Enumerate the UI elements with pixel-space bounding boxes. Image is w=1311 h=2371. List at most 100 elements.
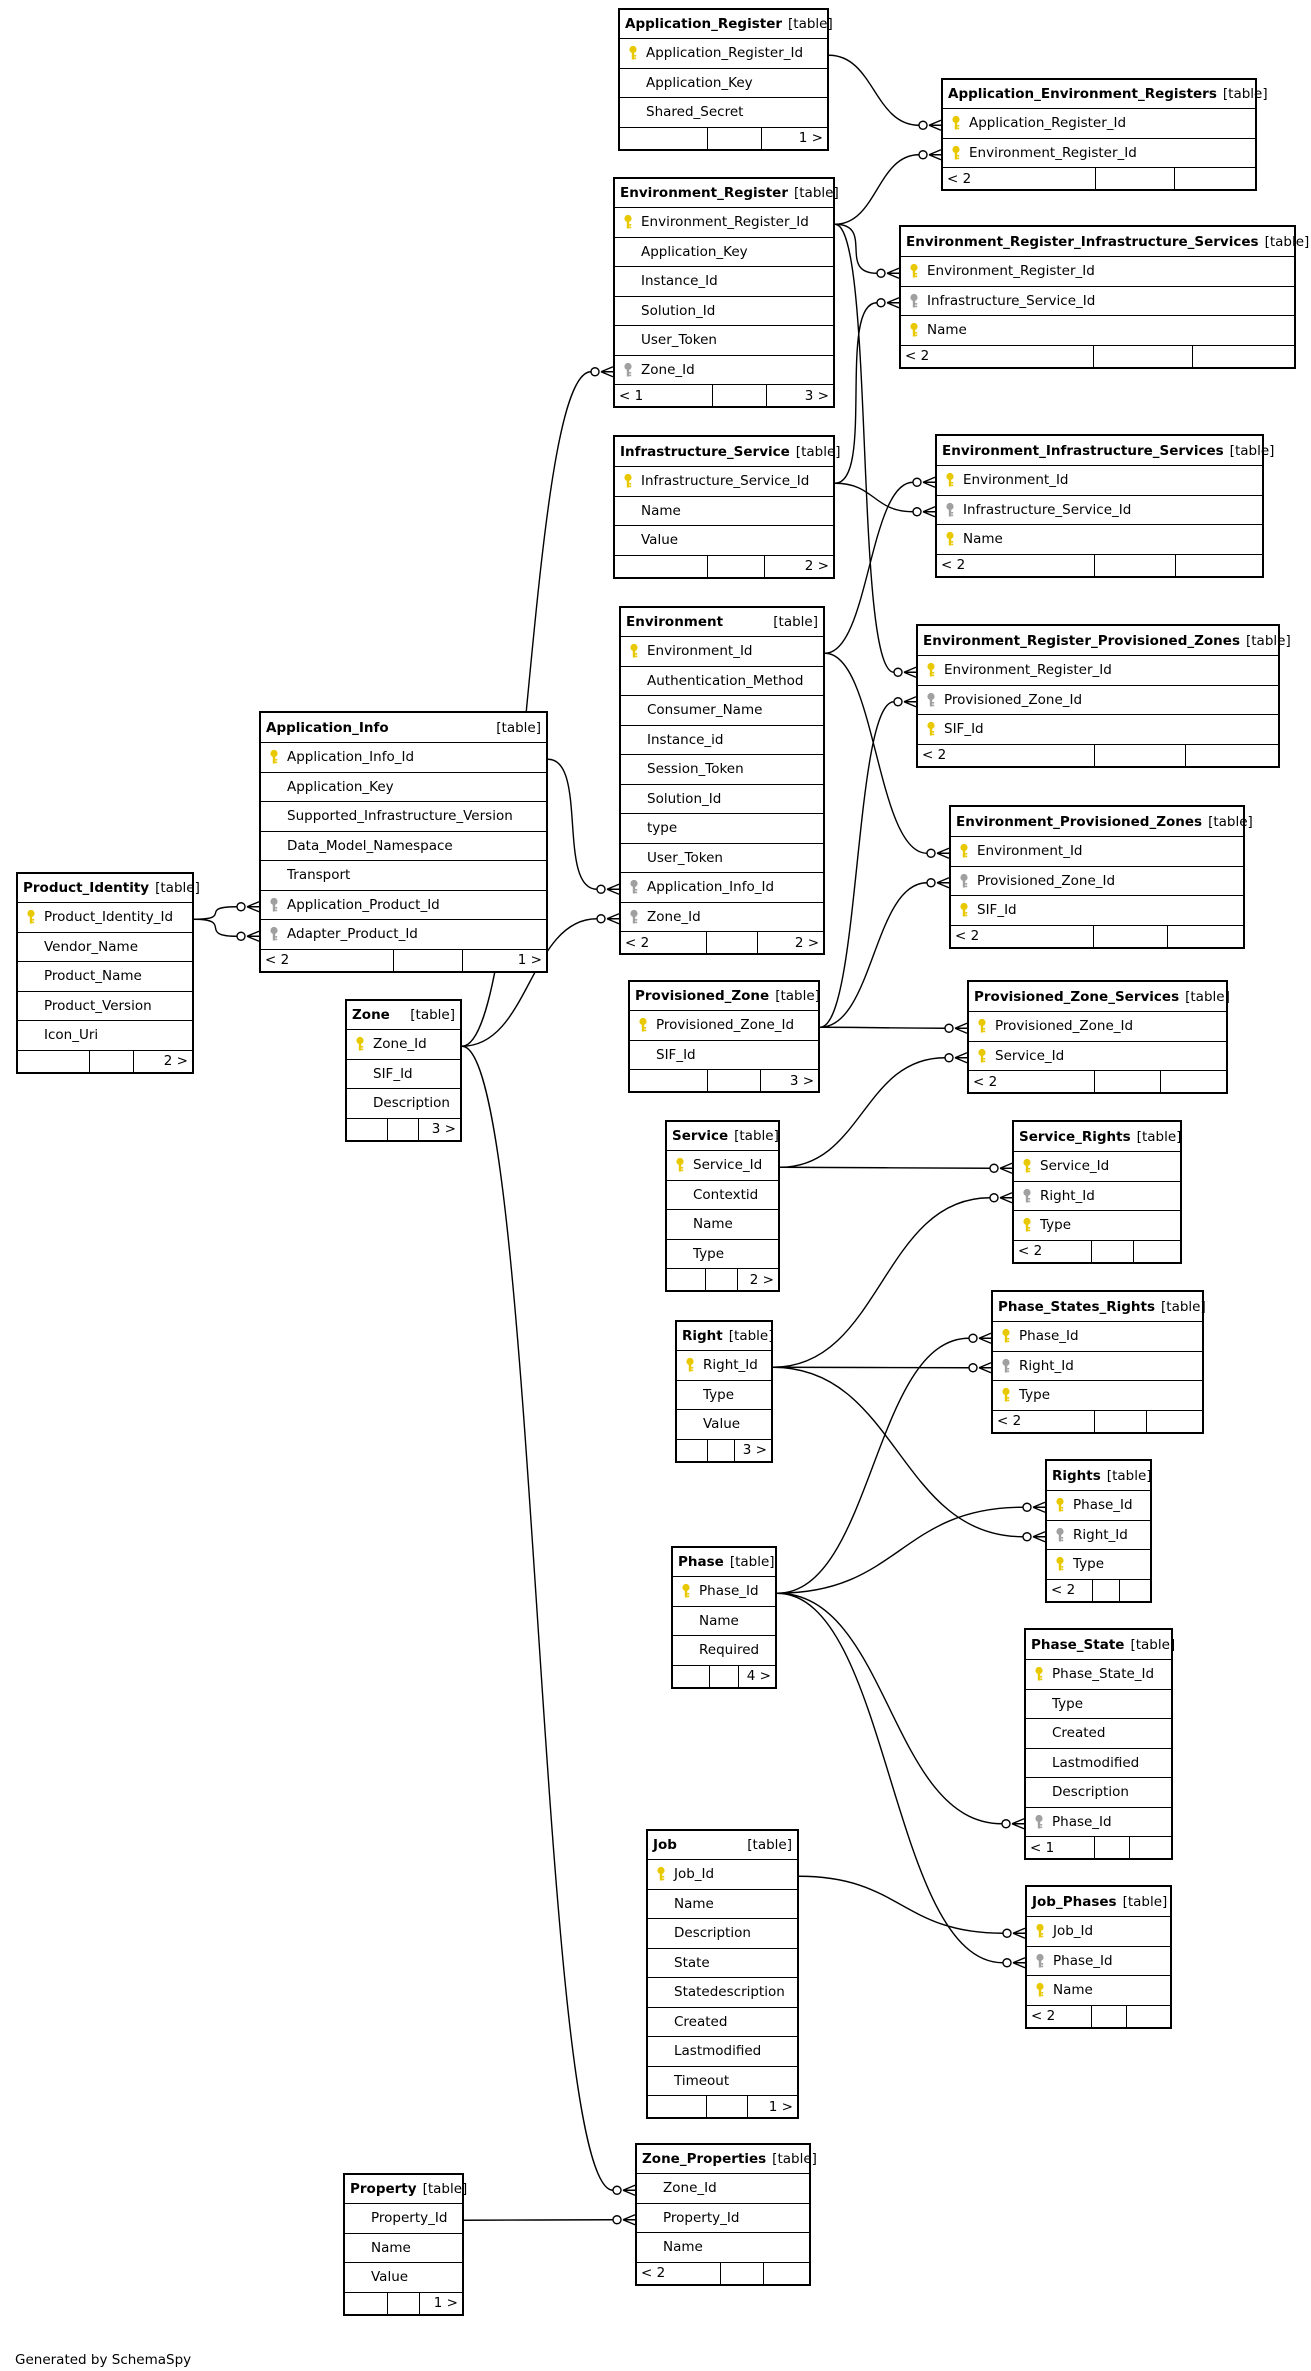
parents-count[interactable] (673, 1665, 710, 1687)
footer-cell[interactable] (707, 2096, 749, 2117)
column-row[interactable]: SIF_Id (630, 1041, 818, 1070)
column-row[interactable]: SIF_Id (347, 1060, 460, 1089)
children-count[interactable] (1161, 1071, 1226, 1092)
footer-cell[interactable] (1094, 345, 1194, 367)
column-row[interactable]: Application_Product_Id (261, 891, 546, 920)
column-row[interactable]: Service_Id (667, 1151, 778, 1181)
footer-cell[interactable] (706, 1269, 738, 1290)
children-count[interactable] (764, 2263, 809, 2284)
column-row[interactable]: Created (648, 2008, 797, 2037)
column-row[interactable]: Data_Model_Namespace (261, 832, 546, 861)
column-row[interactable]: Consumer_Name (621, 696, 823, 726)
footer-cell[interactable] (708, 555, 766, 577)
parents-count[interactable]: < 2 (969, 1071, 1095, 1092)
footer-cell[interactable] (713, 385, 768, 406)
column-row[interactable]: Lastmodified (648, 2037, 797, 2067)
column-row[interactable]: Environment_Register_Id (943, 139, 1255, 168)
column-row[interactable]: Name (673, 1607, 775, 1636)
footer-cell[interactable] (708, 1439, 735, 1461)
column-row[interactable]: Phase_Id (1026, 1808, 1171, 1837)
parents-count[interactable]: < 2 (993, 1410, 1095, 1432)
column-row[interactable]: Provisioned_Zone_Id (918, 686, 1278, 715)
column-row[interactable]: Statedescription (648, 1978, 797, 2008)
parents-count[interactable]: < 2 (943, 168, 1096, 189)
parents-count[interactable] (615, 555, 709, 577)
table-product-identity[interactable]: Product_Identity[table]Product_Identity_… (16, 872, 200, 1074)
parents-count[interactable]: < 2 (637, 2262, 721, 2284)
table-provisioned-zone[interactable]: Provisioned_Zone[table]Provisioned_Zone_… (628, 980, 820, 1093)
table-environment-provisioned-zones[interactable]: Environment_Provisioned_Zones[table]Envi… (949, 805, 1253, 949)
column-row[interactable]: Environment_Register_Id (901, 257, 1294, 287)
parents-count[interactable]: < 2 (918, 744, 1095, 766)
parents-count[interactable]: < 1 (615, 385, 714, 406)
column-row[interactable]: Solution_Id (615, 297, 833, 326)
column-row[interactable]: Service_Id (1014, 1152, 1180, 1182)
parents-count[interactable] (677, 1439, 708, 1461)
parents-count[interactable]: < 2 (937, 554, 1095, 576)
parents-count[interactable] (620, 127, 709, 149)
table-environment-infrastructure-services[interactable]: Environment_Infrastructure_Services[tabl… (935, 434, 1274, 578)
children-count[interactable] (1127, 2006, 1170, 2027)
table-application-info[interactable]: Application_Info[table]Application_Info_… (259, 711, 548, 973)
children-count[interactable] (1130, 1837, 1171, 1858)
parents-count[interactable]: < 2 (1027, 2005, 1093, 2027)
parents-count[interactable]: < 2 (1014, 1240, 1093, 1262)
footer-cell[interactable] (708, 127, 763, 149)
footer-cell[interactable] (1094, 925, 1168, 947)
column-row[interactable]: Adapter_Product_Id (261, 920, 546, 950)
children-count[interactable]: 4 > (746, 1668, 771, 1684)
parents-count[interactable]: < 2 (1047, 1579, 1094, 1601)
column-row[interactable]: Infrastructure_Service_Id (937, 496, 1262, 525)
footer-cell[interactable] (721, 2262, 765, 2284)
column-row[interactable]: Phase_State_Id (1026, 1660, 1171, 1690)
parents-count[interactable]: < 2 (951, 925, 1094, 947)
column-row[interactable]: SIF_Id (951, 896, 1243, 926)
column-row[interactable]: Created (1026, 1719, 1171, 1749)
footer-cell[interactable] (388, 1118, 419, 1140)
column-row[interactable]: Instance_Id (615, 267, 833, 297)
column-row[interactable]: Name (937, 525, 1262, 555)
column-row[interactable]: Name (1027, 1976, 1170, 2006)
table-environment-register-infrastructure-services[interactable]: Environment_Register_Infrastructure_Serv… (899, 225, 1309, 369)
table-environment-register-provisioned-zones[interactable]: Environment_Register_Provisioned_Zones[t… (916, 624, 1291, 768)
children-count[interactable] (1168, 926, 1243, 947)
column-row[interactable]: Provisioned_Zone_Id (969, 1012, 1226, 1042)
children-count[interactable]: 3 > (804, 387, 829, 404)
children-count[interactable]: 1 > (768, 2098, 793, 2115)
column-row[interactable]: Phase_Id (1047, 1491, 1150, 1521)
column-row[interactable]: Right_Id (993, 1352, 1202, 1381)
children-count[interactable] (1147, 1411, 1202, 1432)
column-row[interactable]: Zone_Id (637, 2174, 809, 2204)
column-row[interactable]: Infrastructure_Service_Id (615, 467, 833, 497)
column-row[interactable]: Right_Id (677, 1351, 771, 1381)
column-row[interactable]: type (621, 814, 823, 844)
column-row[interactable]: Value (345, 2263, 462, 2293)
column-row[interactable]: Job_Id (648, 1860, 797, 1890)
column-row[interactable]: Required (673, 1636, 775, 1666)
table-environment-register[interactable]: Environment_Register[table]Environment_R… (613, 177, 839, 408)
column-row[interactable]: Property_Id (345, 2204, 462, 2234)
column-row[interactable]: Type (667, 1240, 778, 1269)
column-row[interactable]: Environment_Id (937, 466, 1262, 496)
table-provisioned-zone-services[interactable]: Provisioned_Zone_Services[table]Provisio… (967, 980, 1230, 1094)
parents-count[interactable] (18, 1050, 91, 1072)
footer-cell[interactable] (1095, 1837, 1131, 1858)
column-row[interactable]: Transport (261, 861, 546, 891)
column-row[interactable]: Application_Key (261, 773, 546, 802)
children-count[interactable] (1134, 1241, 1180, 1262)
column-row[interactable]: Session_Token (621, 755, 823, 785)
children-count[interactable] (1186, 745, 1278, 766)
column-row[interactable]: Timeout (648, 2067, 797, 2096)
column-row[interactable]: Supported_Infrastructure_Version (261, 802, 546, 832)
column-row[interactable]: Right_Id (1047, 1521, 1150, 1550)
column-row[interactable]: Application_Key (620, 69, 827, 98)
column-row[interactable]: Type (993, 1381, 1202, 1411)
column-row[interactable]: Type (1014, 1211, 1180, 1241)
